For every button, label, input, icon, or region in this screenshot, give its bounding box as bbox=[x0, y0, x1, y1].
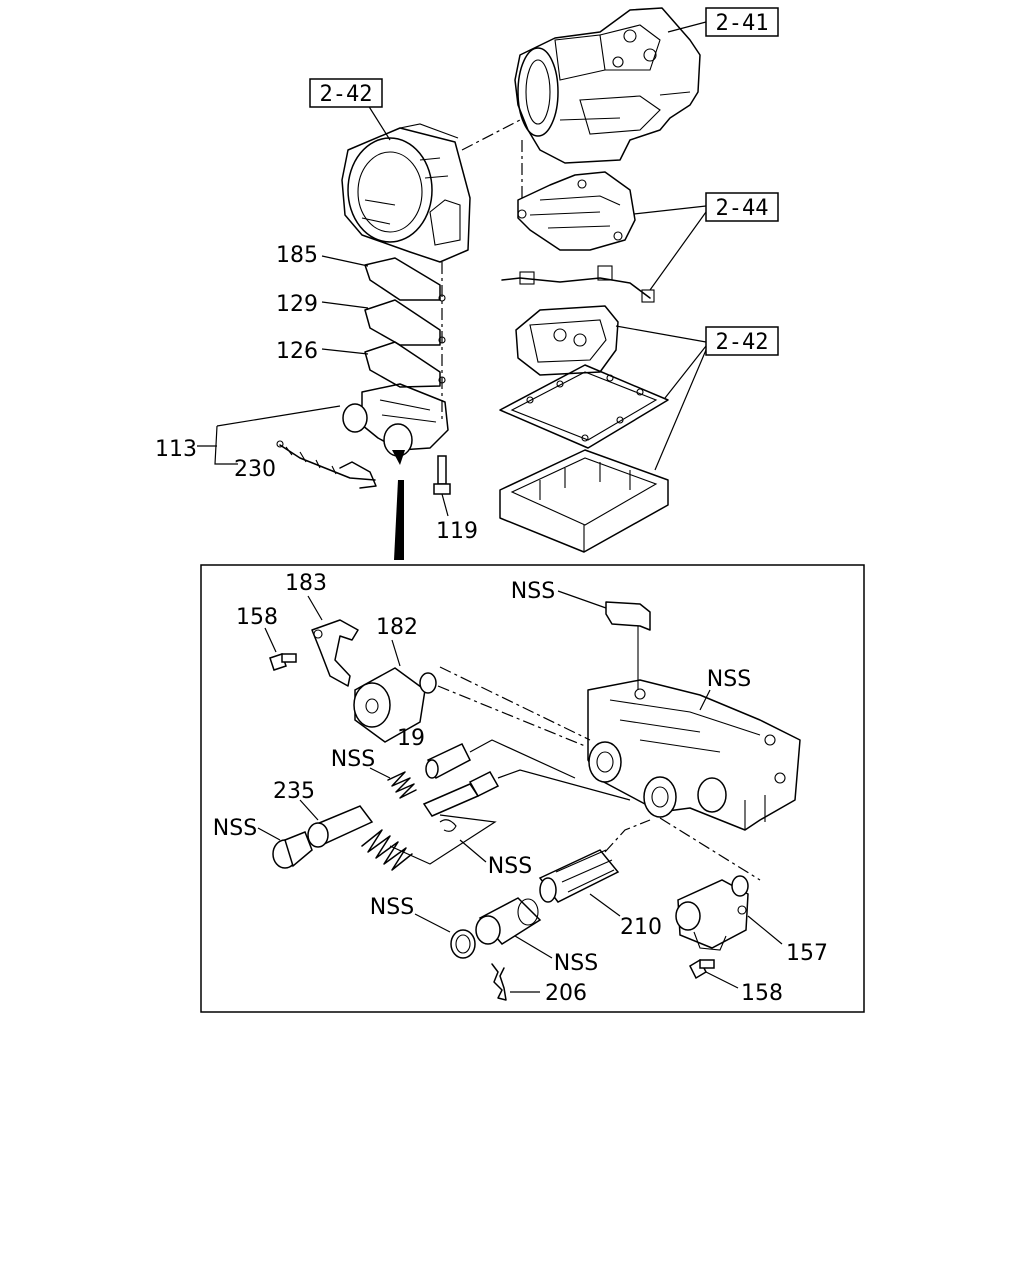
leader-nss-body bbox=[699, 689, 711, 711]
oil-pan-drawing bbox=[499, 449, 669, 553]
spring2-drawing bbox=[361, 829, 413, 871]
label-119: 119 bbox=[436, 519, 478, 544]
label-185: 185 bbox=[276, 243, 318, 268]
ref-box-2-42-right bbox=[705, 326, 779, 356]
label-126: 126 bbox=[276, 339, 318, 364]
leader-183 bbox=[307, 595, 323, 621]
label-206: 206 bbox=[545, 981, 587, 1006]
bracket-113 bbox=[214, 425, 238, 465]
solenoid-157-drawing bbox=[675, 875, 749, 951]
ref-box-2-41 bbox=[705, 7, 779, 37]
valve-rod-drawing bbox=[422, 771, 500, 817]
bolt-119-drawing bbox=[433, 455, 451, 495]
bolt-158-bottom-drawing bbox=[689, 958, 715, 980]
label-182: 182 bbox=[376, 615, 418, 640]
label-nss-valve: NSS bbox=[554, 951, 598, 976]
bracket-nss-spring2 bbox=[389, 814, 497, 865]
leader-2-42-filter bbox=[615, 325, 707, 343]
leader-126 bbox=[321, 348, 369, 355]
detail-box bbox=[200, 564, 865, 1013]
leader-2-44-a bbox=[633, 205, 707, 215]
o-ring-nss-drawing bbox=[450, 929, 476, 959]
transmission-case-drawing bbox=[514, 7, 701, 164]
bracket-19 bbox=[469, 739, 576, 779]
clip-206-drawing bbox=[491, 963, 507, 1001]
bracket-valve-rod bbox=[497, 769, 631, 801]
label-nss-clip: NSS bbox=[511, 579, 555, 604]
leader-nss-spring2 bbox=[459, 839, 487, 863]
leader-2-42-top bbox=[367, 104, 391, 141]
ref-box-2-44 bbox=[705, 192, 779, 222]
ref-label-2-42-right: 2-42 bbox=[716, 330, 769, 355]
spring-nss-drawing bbox=[387, 771, 417, 799]
leader-2-44-b bbox=[649, 211, 707, 291]
leader-nss-plug bbox=[257, 827, 281, 841]
ref-label-2-44: 2-44 bbox=[716, 196, 769, 221]
label-nss-plug: NSS bbox=[213, 816, 257, 841]
leader-2-42-gasket bbox=[664, 345, 707, 399]
oil-filter-drawing bbox=[515, 305, 619, 376]
screen-210-drawing bbox=[538, 849, 620, 903]
solenoid-182-drawing bbox=[353, 667, 437, 743]
leader-157 bbox=[747, 915, 783, 945]
spacer-plates-drawing bbox=[364, 257, 446, 420]
label-nss-spring2: NSS bbox=[488, 854, 532, 879]
label-235: 235 bbox=[273, 779, 315, 804]
label-183: 183 bbox=[285, 571, 327, 596]
detail-arrow bbox=[394, 480, 404, 560]
leader-nss-clip bbox=[557, 590, 607, 609]
ref-label-2-41: 2-41 bbox=[716, 11, 769, 36]
leader-119 bbox=[441, 493, 449, 517]
bracket-183-drawing bbox=[311, 619, 359, 687]
label-113: 113 bbox=[155, 437, 197, 462]
dashed-182-body-2 bbox=[437, 685, 586, 747]
leader-113 bbox=[216, 405, 341, 427]
leader-158-bottom bbox=[705, 971, 739, 989]
leader-2-42-pan bbox=[654, 349, 707, 471]
leader-nss-valve bbox=[514, 935, 553, 959]
label-158-top: 158 bbox=[236, 605, 278, 630]
wire-230-drawing bbox=[276, 440, 377, 489]
leader-235 bbox=[299, 799, 319, 821]
detail-valve-body-drawing bbox=[587, 679, 801, 831]
label-158-bottom: 158 bbox=[741, 981, 783, 1006]
label-nss-oring: NSS bbox=[370, 895, 414, 920]
pin-19-drawing bbox=[425, 743, 471, 780]
label-210: 210 bbox=[620, 915, 662, 940]
dashed-link-bellhousing bbox=[461, 119, 521, 151]
plug-nss-drawing bbox=[272, 831, 313, 869]
leader-2-41 bbox=[667, 21, 707, 33]
label-230: 230 bbox=[234, 457, 276, 482]
pan-gasket-drawing bbox=[499, 364, 669, 449]
small-clip-drawing bbox=[439, 819, 457, 832]
ref-box-2-42-top bbox=[309, 78, 383, 108]
leader-158-top bbox=[264, 627, 277, 653]
bell-housing-drawing bbox=[341, 123, 471, 263]
wire-harness-drawing bbox=[501, 265, 655, 303]
valve-body-drawing bbox=[517, 171, 636, 251]
bolt-158-top-drawing bbox=[269, 653, 297, 671]
leader-182 bbox=[391, 639, 401, 667]
leader-nss-spring bbox=[369, 767, 391, 779]
plug-235-drawing bbox=[307, 805, 374, 848]
label-129: 129 bbox=[276, 292, 318, 317]
valve-nss-drawing bbox=[475, 897, 542, 945]
dashed-157 bbox=[659, 817, 761, 881]
leader-185 bbox=[321, 255, 369, 267]
nss-clip-drawing bbox=[605, 601, 651, 690]
dashed-210 bbox=[604, 819, 651, 853]
label-157: 157 bbox=[786, 941, 828, 966]
leader-129 bbox=[321, 301, 369, 309]
label-19: 19 bbox=[397, 726, 425, 751]
solenoid-assembly-drawing bbox=[342, 383, 449, 465]
leader-nss-oring bbox=[414, 913, 451, 933]
leader-210 bbox=[589, 893, 621, 917]
ref-label-2-42-top: 2-42 bbox=[320, 82, 373, 107]
dashed-182-body bbox=[439, 666, 591, 741]
label-nss-body: NSS bbox=[707, 667, 751, 692]
label-nss-spring: NSS bbox=[331, 747, 375, 772]
